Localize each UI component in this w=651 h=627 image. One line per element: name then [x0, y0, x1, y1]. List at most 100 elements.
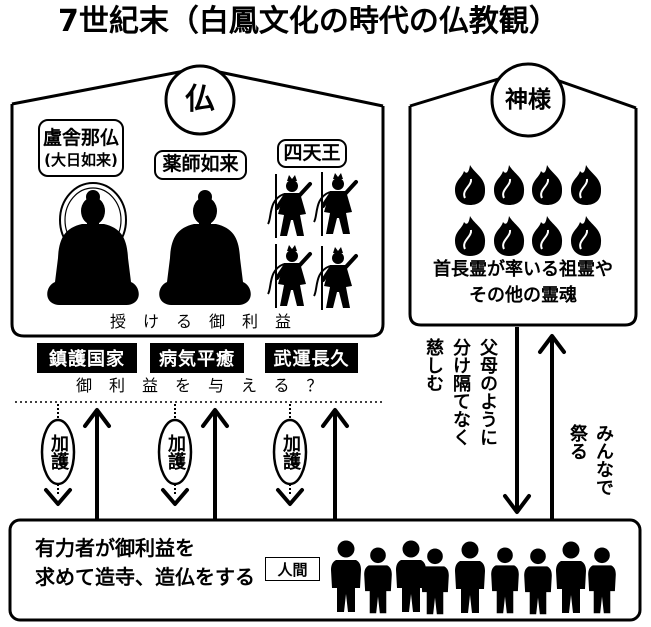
person-icon: [491, 547, 519, 614]
up-arrowhead: [201, 408, 229, 428]
kami-circle-label: 神様: [505, 86, 551, 113]
flame-highlight: [463, 229, 473, 250]
kami-to-people-down-arrow: [503, 327, 531, 514]
spirit-flame-icon: [532, 216, 563, 256]
benefit-label-healing: 病気平癒: [150, 343, 244, 373]
people-to-kami-text-2: 祭る: [567, 424, 588, 460]
person-icon: [524, 548, 552, 615]
buddha-body: [47, 224, 139, 305]
kami-description-line-2: その他の霊魂: [469, 285, 577, 306]
deity-name: 四天王: [283, 141, 341, 164]
guardian-lowered-arm: [321, 192, 333, 208]
buddha-head: [81, 197, 105, 225]
buddha-circle-label: 仏: [185, 82, 215, 117]
up-arrowhead: [538, 334, 566, 354]
person-body: [421, 566, 449, 615]
guardian-raised-arm: [343, 180, 358, 196]
benefit-label-state-protection: 鎮護国家: [37, 343, 137, 373]
person-body: [455, 561, 485, 613]
people-to-kami-up-arrow: [538, 334, 566, 520]
vairocana-buddha-icon: [47, 182, 139, 305]
guardian-crown: [287, 245, 297, 251]
kami-to-people-text-1: 父母のように: [477, 338, 498, 446]
people-box: [8, 518, 642, 622]
deity-alias: (大日如来): [44, 150, 118, 169]
offering-up-arrow-2: [201, 408, 229, 520]
spirit-flame-icon: [571, 165, 602, 205]
buddha-body: [159, 224, 251, 305]
deity-label-yakushi: 薬師如来: [154, 150, 247, 180]
offering-up-arrow-3: [321, 408, 349, 520]
buddha-circle: [164, 64, 236, 136]
person-body: [556, 561, 586, 613]
flame-highlight: [463, 178, 473, 199]
person-body: [331, 560, 361, 612]
guardian-lowered-arm: [275, 194, 287, 210]
yakushi-buddha-icon: [159, 190, 251, 305]
guardian-raised-arm: [343, 254, 358, 270]
down-arrowhead: [503, 494, 531, 514]
protection-label: 加護: [165, 434, 186, 470]
guardian-body: [278, 193, 306, 236]
guardian-crown: [287, 175, 297, 181]
spirit-flame-icon: [494, 165, 525, 205]
guardian-crown: [333, 173, 343, 179]
human-label: 人間: [265, 557, 320, 581]
person-head: [337, 540, 355, 558]
flame-highlight: [579, 178, 589, 199]
person-head: [497, 547, 513, 564]
protection-flow-2: [157, 404, 193, 506]
guardian-head: [332, 178, 344, 190]
person-body: [588, 565, 616, 614]
guardian-head: [286, 180, 298, 192]
spirit-flame-icon: [571, 216, 602, 256]
person-head: [594, 547, 610, 564]
deity-name: 薬師如来: [162, 153, 239, 176]
protection-flow-1: [40, 404, 76, 506]
person-body: [524, 566, 552, 615]
flame-highlight: [540, 229, 550, 250]
person-icon: [455, 541, 485, 613]
person-body: [396, 560, 426, 612]
person-head: [461, 541, 479, 559]
spirit-flame-icon: [532, 165, 563, 205]
benefits-question: 御利益を与える？: [76, 376, 340, 395]
guardian-head: [332, 252, 344, 264]
person-icon: [556, 541, 586, 613]
kami-description-line-1: 首長霊が率いる祖霊や: [433, 259, 613, 280]
person-icon: [331, 540, 361, 612]
spirit-flame-icon: [455, 216, 486, 256]
protection-label: 加護: [280, 434, 301, 470]
guardian-scarf: [267, 193, 285, 225]
benefits-caption: 授ける御利益: [110, 312, 309, 331]
deity-label-vairocana: 盧舎那仏 (大日如来): [38, 119, 124, 177]
up-arrowhead: [321, 408, 349, 428]
person-body: [364, 565, 392, 614]
person-head: [530, 548, 546, 565]
spirit-flame-icon: [455, 165, 486, 205]
flame-highlight: [502, 178, 512, 199]
flame-highlight: [540, 178, 550, 199]
guardian-body: [324, 265, 352, 308]
person-head: [427, 548, 443, 565]
person-head: [562, 541, 580, 559]
person-icon: [396, 540, 426, 612]
protection-flow-3: [272, 404, 308, 506]
kami-to-people-text-2: 分け隔てなく: [450, 338, 471, 446]
people-description-line-1: 有力者が御利益を: [35, 536, 195, 560]
kami-circle: [490, 62, 566, 138]
guardian-king-icon: [267, 174, 312, 238]
page-title: 7世紀末（白鳳文化の時代の仏教観）: [58, 4, 559, 39]
buddha-head: [193, 197, 217, 225]
down-arrowhead: [44, 488, 72, 506]
guardian-scarf: [267, 263, 285, 295]
guardian-lowered-arm: [321, 266, 333, 282]
guardian-king-icon: [267, 244, 312, 308]
person-head: [370, 547, 386, 564]
guardian-scarf: [313, 265, 331, 297]
offering-up-arrow-1: [83, 408, 111, 520]
deity-name: 盧舎那仏: [42, 126, 119, 149]
kami-to-people-text-3: 慈しむ: [423, 338, 444, 392]
